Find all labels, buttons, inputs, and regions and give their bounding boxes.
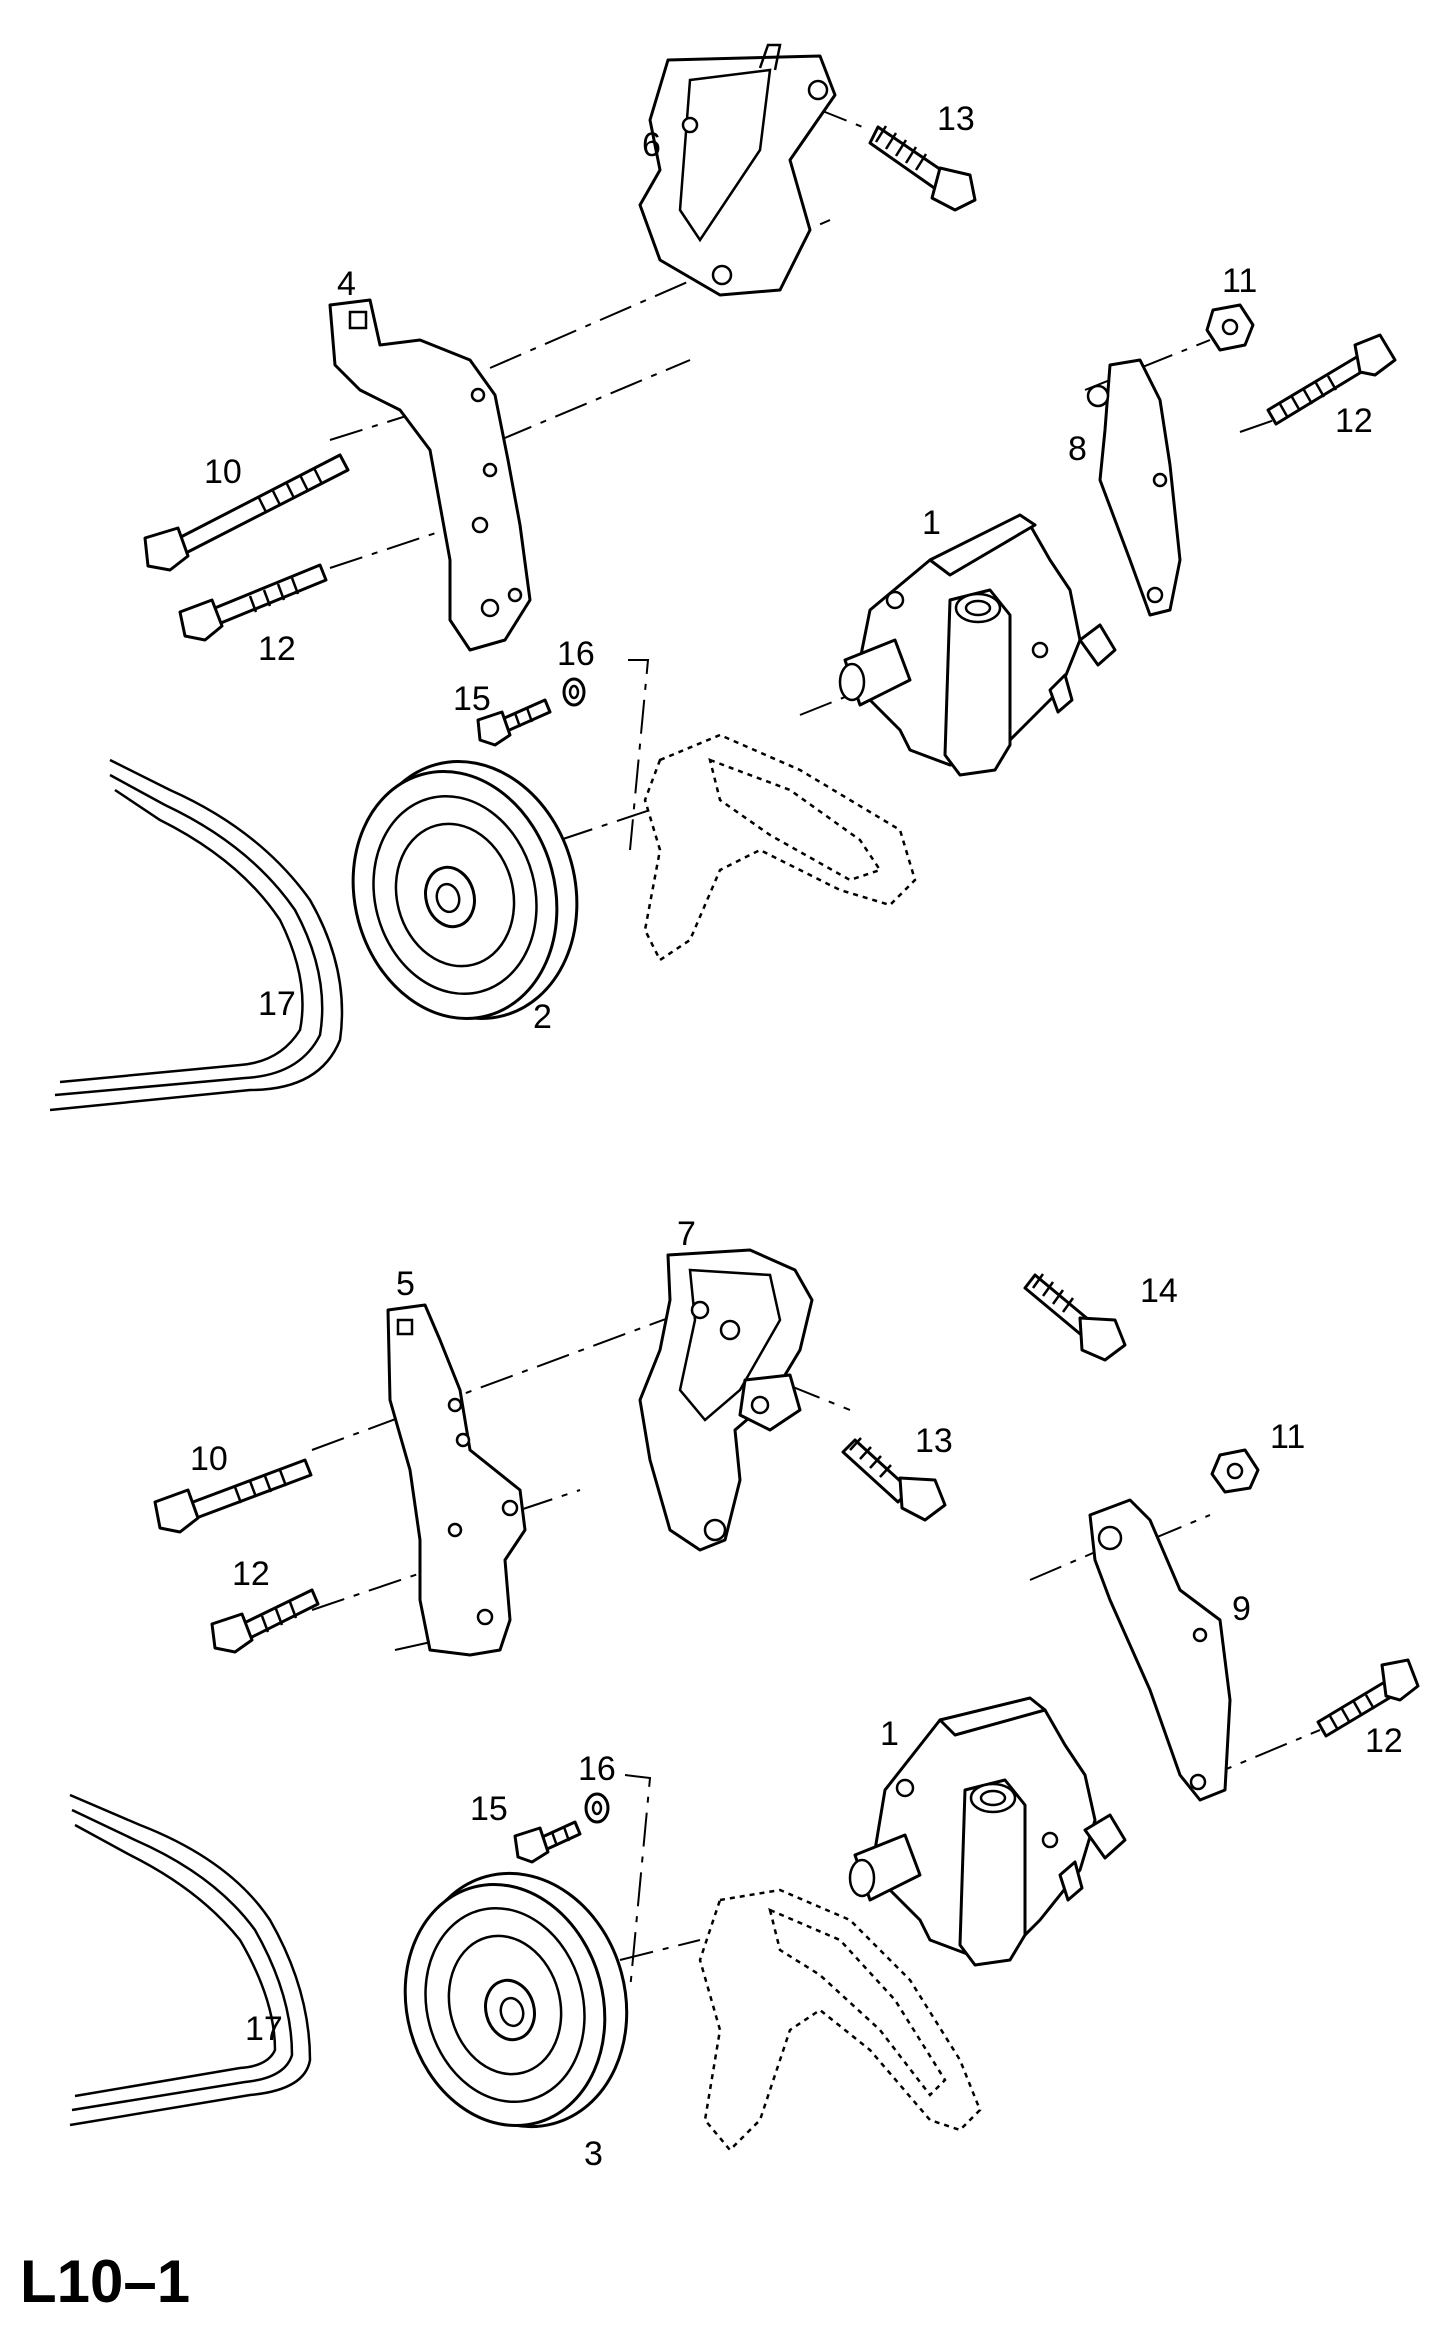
callout-12: 12 xyxy=(1335,402,1373,440)
callout-7: 7 xyxy=(677,1215,696,1253)
callout-12: 12 xyxy=(1365,1722,1403,1760)
bolt-part-12-right-upper xyxy=(1266,333,1397,426)
callout-9: 9 xyxy=(1232,1590,1251,1628)
drive-belt-part-17-upper xyxy=(49,758,344,1112)
bolt-part-15-lower xyxy=(513,1820,582,1864)
callout-17: 17 xyxy=(258,985,296,1023)
callout-8: 8 xyxy=(1068,430,1087,468)
bolt-part-12-right-lower xyxy=(1316,1658,1420,1738)
callout-10: 10 xyxy=(190,1440,228,1478)
bolt-part-14 xyxy=(1023,1273,1127,1362)
callout-1: 1 xyxy=(880,1715,899,1753)
power-steering-pump-part-1-lower xyxy=(848,1696,1127,1967)
nut-part-11-lower xyxy=(1210,1448,1260,1494)
callout-12: 12 xyxy=(232,1555,270,1593)
washer-part-16-upper xyxy=(562,677,586,707)
lower-callouts: 1 3 5 7 9 10 11 12 12 13 14 15 16 17 xyxy=(190,1215,1403,2173)
callout-11: 11 xyxy=(1270,1418,1305,1456)
lower-assembly: 1 3 5 7 9 10 11 12 12 13 14 15 16 17 xyxy=(69,1215,1420,2173)
callout-15: 15 xyxy=(453,680,491,718)
callout-10: 10 xyxy=(204,453,242,491)
callout-14: 14 xyxy=(1140,1272,1178,1310)
bracket-part-6 xyxy=(638,43,837,297)
nut-part-11-upper xyxy=(1205,303,1255,352)
ghost-bracket-upper xyxy=(643,733,917,962)
pulley-part-3 xyxy=(403,1871,629,2129)
callout-5: 5 xyxy=(396,1265,415,1303)
ghost-bracket-lower xyxy=(698,1888,982,2152)
bolt-part-15-upper xyxy=(476,698,552,747)
callout-11: 11 xyxy=(1222,262,1257,300)
drive-belt-part-17-lower xyxy=(69,1793,312,2127)
callout-13: 13 xyxy=(937,100,975,138)
callout-1: 1 xyxy=(922,504,941,542)
callout-6: 6 xyxy=(642,126,661,164)
bracket-part-8 xyxy=(1086,358,1182,617)
pulley-part-2 xyxy=(351,760,579,1020)
washer-part-16-lower xyxy=(584,1792,610,1824)
bolt-part-12-left-upper xyxy=(178,563,328,642)
bolt-part-10-lower xyxy=(153,1458,313,1534)
bolt-part-13-lower xyxy=(841,1437,947,1522)
bolt-part-12-left-lower xyxy=(210,1588,320,1654)
bracket-part-5 xyxy=(386,1303,527,1657)
callout-12: 12 xyxy=(258,630,296,668)
bracket-part-9 xyxy=(1088,1498,1232,1802)
callout-16: 16 xyxy=(578,1750,616,1788)
diagram-code-label: L10–1 xyxy=(20,2248,191,2315)
bracket-part-7 xyxy=(638,1248,814,1552)
power-steering-pump-part-1-upper xyxy=(838,513,1117,777)
upper-assembly: 1 2 4 6 8 10 11 12 12 13 15 16 17 xyxy=(49,43,1397,1112)
callout-15: 15 xyxy=(470,1790,508,1828)
bracket-part-4 xyxy=(328,298,532,652)
callout-16: 16 xyxy=(557,635,595,673)
callout-4: 4 xyxy=(337,265,356,303)
bolt-part-13-upper xyxy=(868,125,977,212)
bolt-part-10-upper xyxy=(143,453,350,572)
callout-3: 3 xyxy=(584,2135,603,2173)
upper-callouts: 1 2 4 6 8 10 11 12 12 13 15 16 17 xyxy=(204,100,1373,1036)
callout-2: 2 xyxy=(533,998,552,1036)
callout-17: 17 xyxy=(245,2010,283,2048)
callout-13: 13 xyxy=(915,1422,953,1460)
